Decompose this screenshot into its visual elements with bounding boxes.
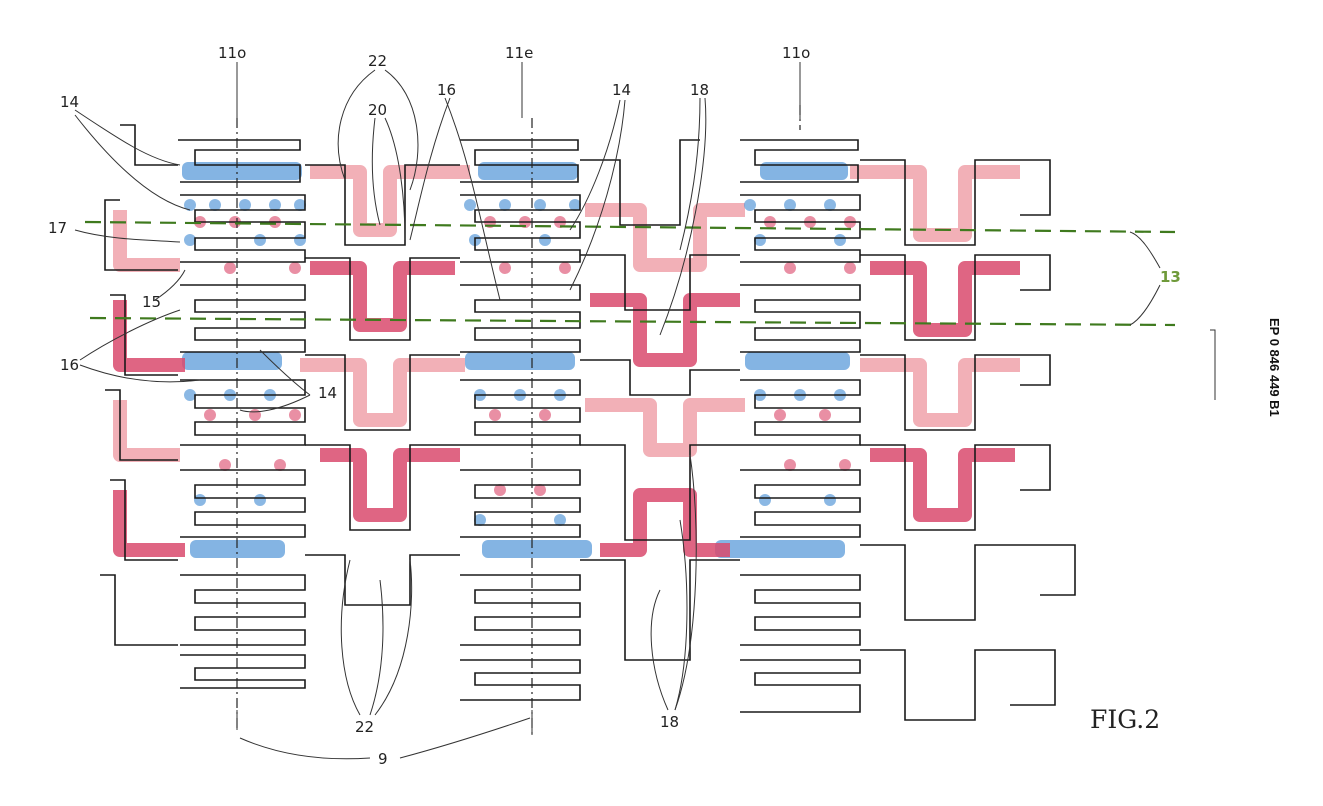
blue-shading [182, 162, 850, 558]
label-14-mid: 14 [318, 384, 337, 402]
label-22-top: 22 [368, 52, 387, 70]
figure-caption: FIG.2 [1090, 705, 1160, 734]
structure-outline [100, 124, 1076, 721]
meander-rails [100, 124, 1076, 721]
label-20: 20 [368, 101, 387, 119]
comb-left [178, 139, 306, 689]
label-18-bottom: 18 [660, 713, 679, 731]
label-18-top: 18 [690, 81, 709, 99]
label-13: 13 [1160, 268, 1181, 286]
label-16-top: 16 [437, 81, 456, 99]
label-17: 17 [48, 219, 67, 237]
leader-lines [74, 62, 1216, 760]
label-14-top: 14 [612, 81, 631, 99]
comb-right [740, 139, 861, 713]
label-11o-right: 11o [782, 44, 810, 62]
reference-labels: 11o 11e 11o 22 20 16 14 18 14 17 15 16 1… [48, 44, 1181, 768]
publication-number: EP 0 846 449 B1 [1267, 318, 1282, 417]
label-9: 9 [378, 750, 388, 768]
label-11o-left: 11o [218, 44, 246, 62]
column-axes [236, 105, 801, 735]
label-11e: 11e [505, 44, 533, 62]
label-16-left: 16 [60, 356, 79, 374]
label-15: 15 [142, 293, 161, 311]
label-14-left: 14 [60, 93, 79, 111]
green-reference-lines [84, 220, 1176, 327]
label-22-bottom: 22 [355, 718, 374, 736]
pink-shading [113, 165, 1020, 462]
comb-middle [460, 139, 581, 701]
